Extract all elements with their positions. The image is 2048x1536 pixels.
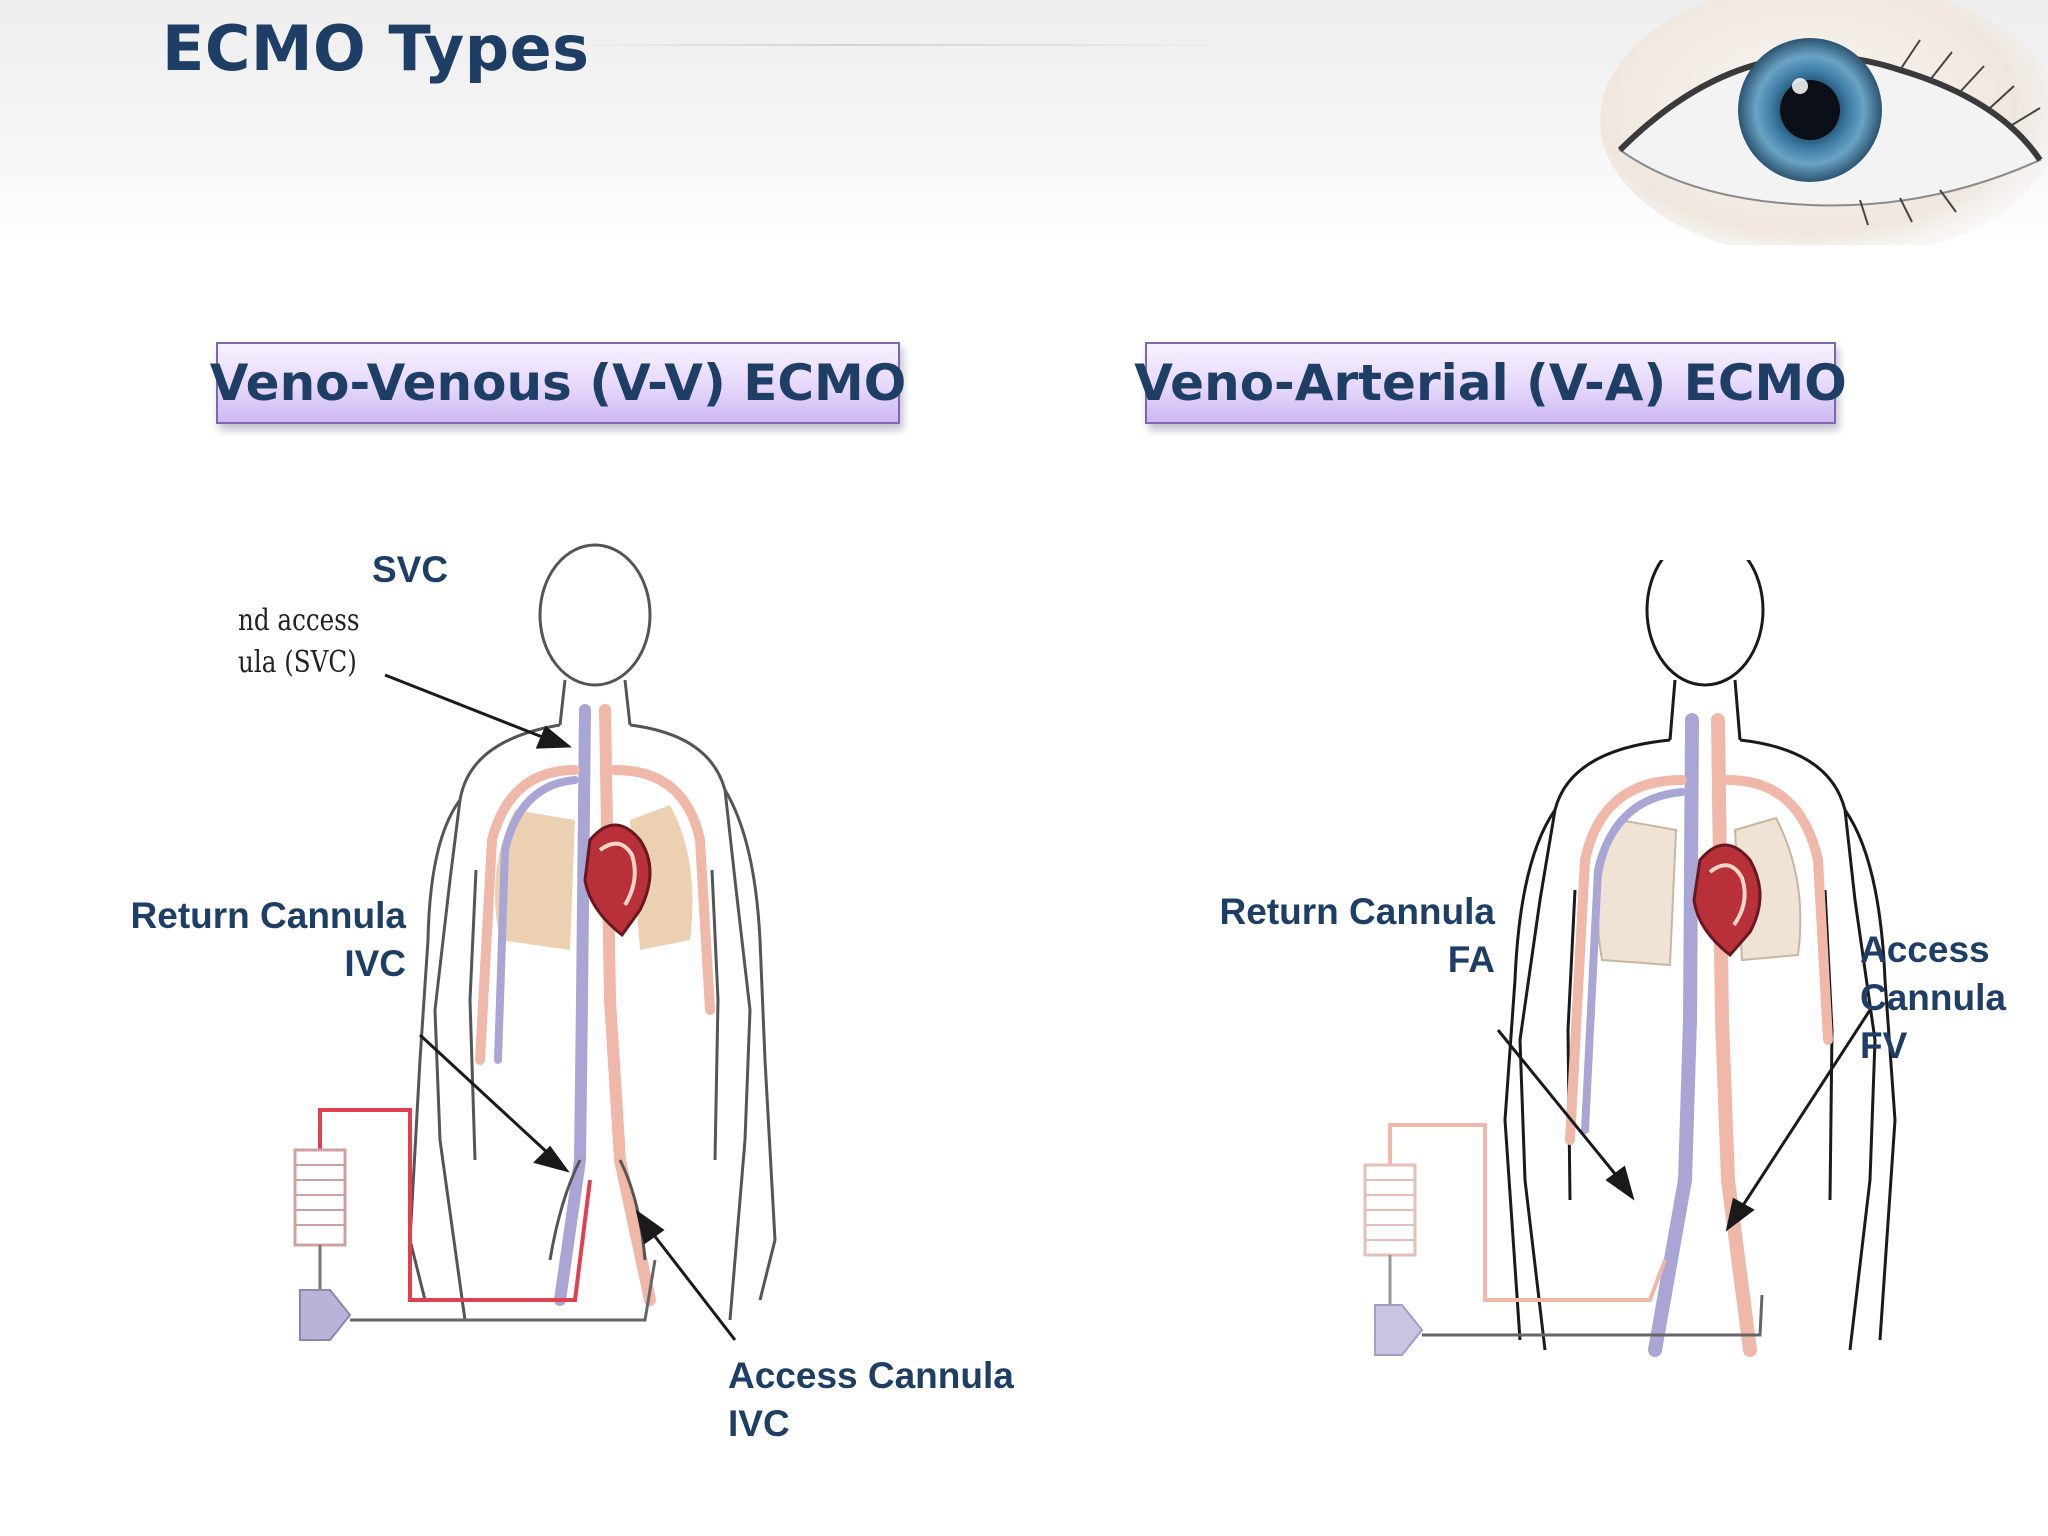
svc-label: SVC (372, 549, 449, 590)
vv-ecmo-diagram (293, 543, 777, 1341)
va-ecmo-diagram (1363, 560, 1897, 1357)
va-return-line-2: FA (1447, 939, 1495, 980)
va-access-line-2: Cannula (1860, 977, 2006, 1018)
vv-ecmo-heading: Veno-Venous (V-V) ECMO (210, 342, 906, 424)
heart-icon (1692, 843, 1762, 958)
lung-right (630, 805, 693, 950)
va-access-line-3: FV (1860, 1025, 1908, 1066)
vv-return-line-1: Return Cannula (130, 895, 406, 936)
arrow-return-fa (1496, 1029, 1635, 1201)
vv-access-line-2: IVC (728, 1403, 790, 1444)
pump-icon (299, 1289, 352, 1341)
faint-annotation: nd access ula (SVC) (238, 600, 359, 684)
pump-icon (1374, 1304, 1424, 1356)
oxygenator-icon (293, 1148, 347, 1247)
vv-access-line-1: Access Cannula (728, 1355, 1014, 1396)
oxygenator-icon (1363, 1163, 1417, 1257)
arrow-access-fv (1725, 1009, 1872, 1232)
eye-image (1600, 0, 2048, 245)
va-ecmo-heading: Veno-Arterial (V-A) ECMO (1134, 342, 1847, 424)
page-title: ECMO Types (162, 12, 590, 85)
vv-return-line-2: IVC (344, 943, 406, 984)
va-return-line-1: Return Cannula (1219, 891, 1495, 932)
human-body-outline (408, 543, 777, 1321)
heart-icon (583, 823, 652, 938)
human-body-outline (1503, 560, 1897, 1351)
arrow-access-ivc (635, 1209, 737, 1341)
faint-line-1: nd access (238, 603, 360, 638)
faint-line-2: ula (SVC) (238, 645, 357, 680)
vv-access-cannula-label: Access Cannula IVC (728, 1352, 1014, 1448)
arrow-svc (384, 673, 573, 749)
arrow-return-ivc (418, 1033, 570, 1173)
va-access-line-1: Access (1860, 929, 1990, 970)
lung-left (495, 810, 575, 950)
vv-return-cannula-label: Return Cannula IVC (100, 892, 406, 988)
va-return-cannula-label: Return Cannula FA (1180, 888, 1495, 984)
header-divider (560, 44, 1260, 46)
va-access-cannula-label: Access Cannula FV (1860, 926, 2006, 1070)
